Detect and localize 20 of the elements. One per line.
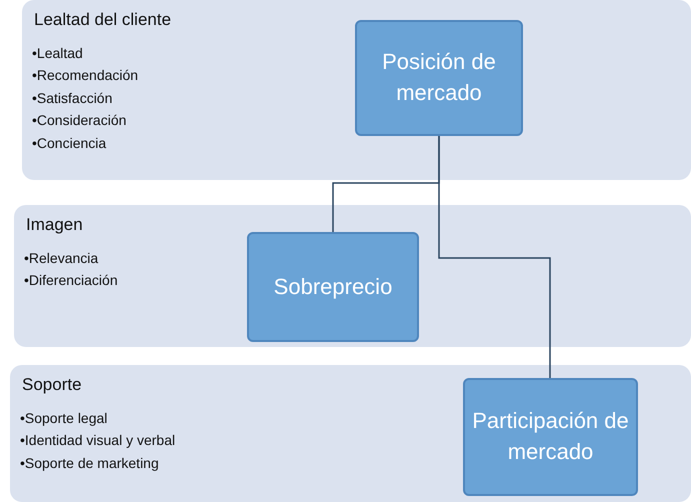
bullet-item: •Conciencia	[32, 134, 106, 150]
band-heading: Lealtad del cliente	[34, 10, 172, 30]
process-box: Sobreprecio	[247, 232, 419, 342]
bullet-item: •Identidad visual y verbal	[20, 432, 176, 448]
process-box: Participación de mercado	[463, 378, 638, 496]
bullet-item: •Consideración	[32, 112, 126, 128]
band-panel	[14, 205, 691, 347]
bullet-item: •Lealtad	[32, 44, 83, 60]
band-panel	[22, 0, 691, 180]
bullet-item: •Diferenciación	[24, 272, 118, 288]
bullet-item: •Soporte legal	[20, 410, 108, 426]
band-heading: Imagen	[26, 215, 83, 235]
band-panel	[10, 365, 691, 502]
bullet-item: •Soporte de marketing	[20, 454, 159, 470]
bullet-item: •Satisfacción	[32, 90, 112, 106]
process-box: Posición de mercado	[355, 20, 523, 136]
band-heading: Soporte	[22, 375, 82, 395]
bullet-item: •Recomendación	[32, 67, 138, 83]
bullet-item: •Relevancia	[24, 250, 98, 266]
connector-line	[438, 136, 551, 378]
